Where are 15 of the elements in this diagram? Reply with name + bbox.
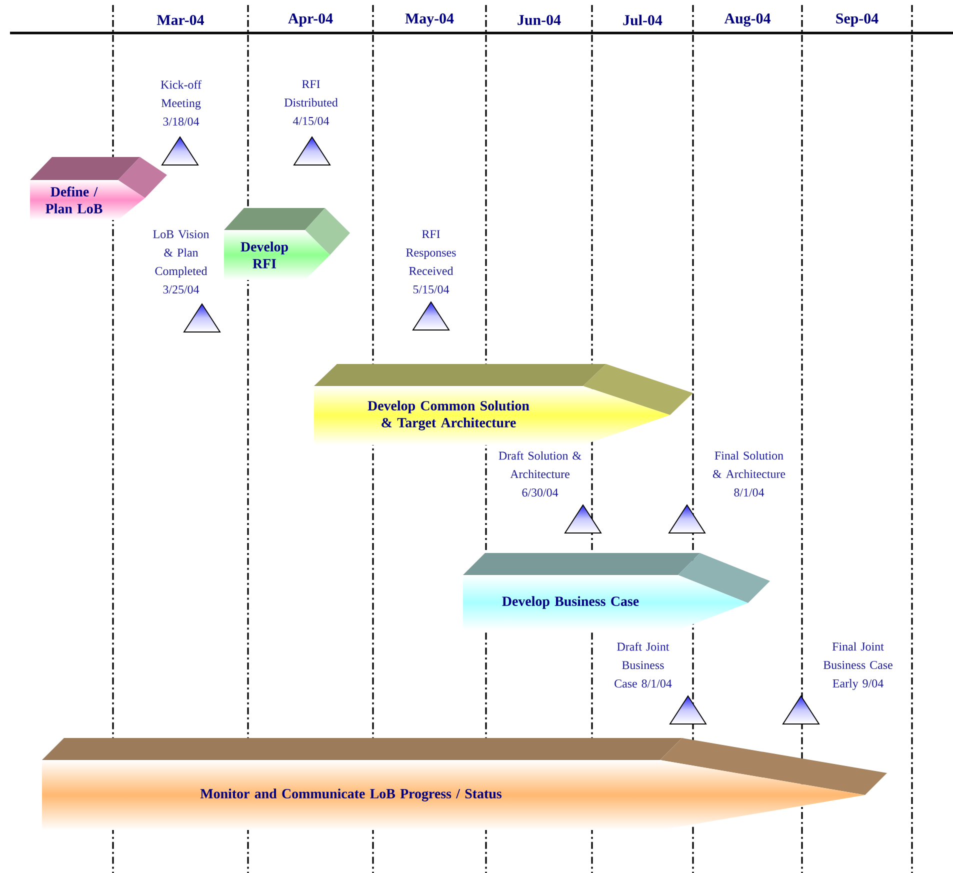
milestone-label: Draft Joint Business Case 8/1/04 <box>614 642 672 688</box>
milestone-label: RFI Responses Received 5/15/04 <box>406 230 456 294</box>
month-label: Jul-04 <box>623 14 662 26</box>
milestone-label: Final Solution & Architecture 8/1/04 <box>712 451 786 496</box>
month-label: Sep-04 <box>836 13 878 27</box>
month-label: Aug-04 <box>724 13 770 27</box>
month-label: Mar-04 <box>156 14 204 26</box>
milestone-label: Draft Solution & Architecture 6/30/04 <box>498 451 582 497</box>
milestone-label: RFI Distributed 4/15/04 <box>284 80 338 125</box>
month-label: Apr-04 <box>288 13 333 27</box>
milestone-label: Final Joint Business Case Early 9/04 <box>823 642 892 690</box>
milestone-label: Kick-off Meeting 3/18/04 <box>160 80 202 126</box>
month-label: Jun-04 <box>518 14 561 26</box>
milestone-label: LoB Vision & Plan Completed 3/25/04 <box>153 230 210 294</box>
month-label: May-04 <box>405 13 454 27</box>
